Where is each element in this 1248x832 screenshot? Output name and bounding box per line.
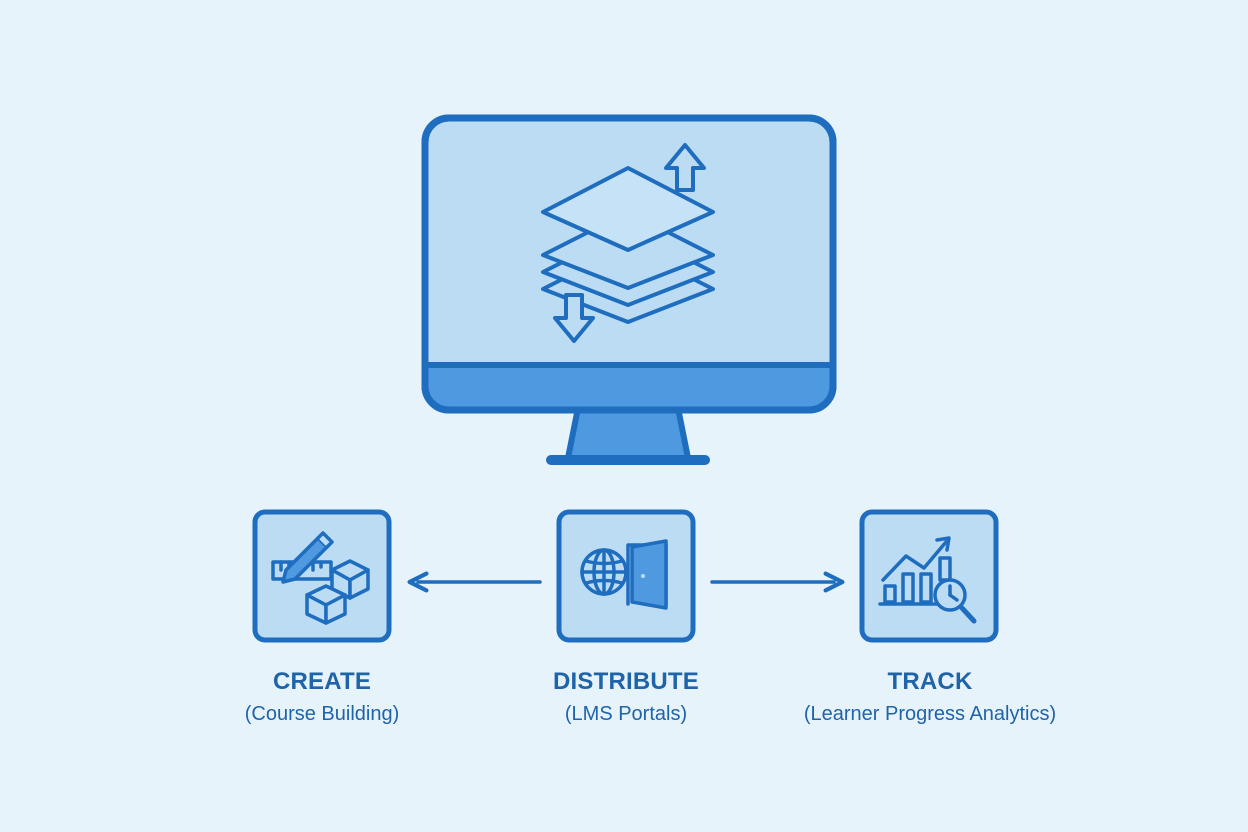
create-subtitle: (Course Building) [244, 703, 400, 725]
down-arrow-icon [553, 293, 595, 343]
distribute-subtitle: (LMS Portals) [564, 703, 688, 725]
monitor-bezel [428, 365, 830, 407]
create-label: CREATE (Course Building) [222, 668, 422, 725]
globe-door-icon [580, 539, 668, 610]
bar-chart-magnifier-clock-icon [878, 536, 977, 624]
distribute-label: DISTRIBUTE (LMS Portals) [526, 668, 726, 725]
distribute-title: DISTRIBUTE [553, 668, 699, 695]
layers-stack-icon [541, 166, 715, 324]
up-arrow-icon [664, 143, 706, 192]
monitor-stand [565, 405, 691, 461]
monitor-base [546, 455, 710, 465]
track-title: TRACK [887, 668, 973, 695]
track-subtitle: (Learner Progress Analytics) [803, 703, 1057, 725]
ruler-pencil-blocks-icon [271, 531, 370, 625]
track-label: TRACK (Learner Progress Analytics) [770, 668, 1090, 725]
create-title: CREATE [272, 668, 372, 695]
